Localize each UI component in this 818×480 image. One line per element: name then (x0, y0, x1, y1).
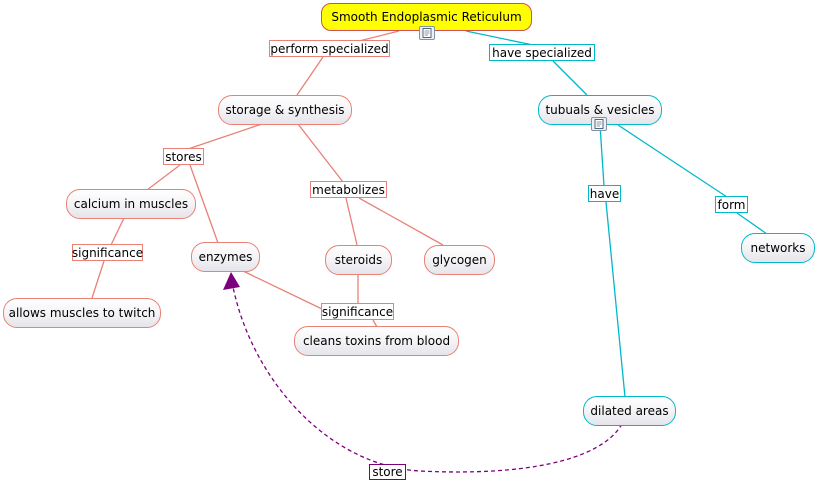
link-significance-calcium[interactable]: significance (72, 244, 143, 261)
node-label: cleans toxins from blood (302, 334, 451, 348)
node-label: calcium in muscles (73, 197, 189, 211)
node-glycogen[interactable]: glycogen (424, 245, 495, 275)
node-label: storage & synthesis (225, 103, 345, 117)
node-label: Smooth Endoplasmic Reticulum (331, 10, 522, 24)
resource-page-icon[interactable] (419, 26, 435, 40)
link-label-text: perform specialized (270, 41, 389, 56)
link-perform-specialized[interactable]: perform specialized (269, 40, 390, 57)
resource-page-icon[interactable] (591, 117, 607, 131)
node-label: allows muscles to twitch (8, 306, 156, 320)
node-label: enzymes (198, 250, 253, 264)
link-label-text: have (589, 186, 620, 201)
link-label-text: significance (71, 245, 144, 260)
node-calcium-in-muscles[interactable]: calcium in muscles (66, 189, 196, 219)
link-stores[interactable]: stores (163, 148, 204, 165)
node-dilated-areas[interactable]: dilated areas (583, 396, 676, 426)
node-label: glycogen (432, 253, 487, 267)
node-networks[interactable]: networks (741, 233, 815, 263)
link-have[interactable]: have (588, 185, 621, 202)
node-storage-synthesis[interactable]: storage & synthesis (218, 95, 352, 125)
node-label: networks (750, 241, 806, 255)
link-label-text: metabolizes (312, 182, 385, 197)
link-store[interactable]: store (369, 464, 406, 480)
node-steroids[interactable]: steroids (325, 245, 392, 275)
node-smooth-endoplasmic-reticulum[interactable]: Smooth Endoplasmic Reticulum (321, 3, 532, 31)
node-enzymes[interactable]: enzymes (191, 242, 260, 272)
link-label-text: stores (165, 149, 202, 164)
node-label: dilated areas (590, 404, 669, 418)
link-have-specialized[interactable]: have specialized (489, 44, 595, 61)
node-cleans-toxins-from-blood[interactable]: cleans toxins from blood (294, 326, 459, 356)
node-label: tubuals & vesicles (545, 103, 655, 117)
node-label: steroids (334, 253, 383, 267)
link-metabolizes[interactable]: metabolizes (310, 181, 387, 198)
link-label-text: store (372, 465, 403, 479)
page-glyph-icon (422, 28, 432, 38)
node-allows-muscles-to-twitch[interactable]: allows muscles to twitch (3, 298, 161, 328)
link-form[interactable]: form (715, 196, 748, 213)
link-significance-toxins[interactable]: significance (321, 303, 394, 320)
page-glyph-icon (594, 119, 604, 129)
link-label-text: form (717, 197, 746, 212)
link-label-text: significance (321, 304, 394, 319)
link-label-text: have specialized (492, 45, 592, 60)
